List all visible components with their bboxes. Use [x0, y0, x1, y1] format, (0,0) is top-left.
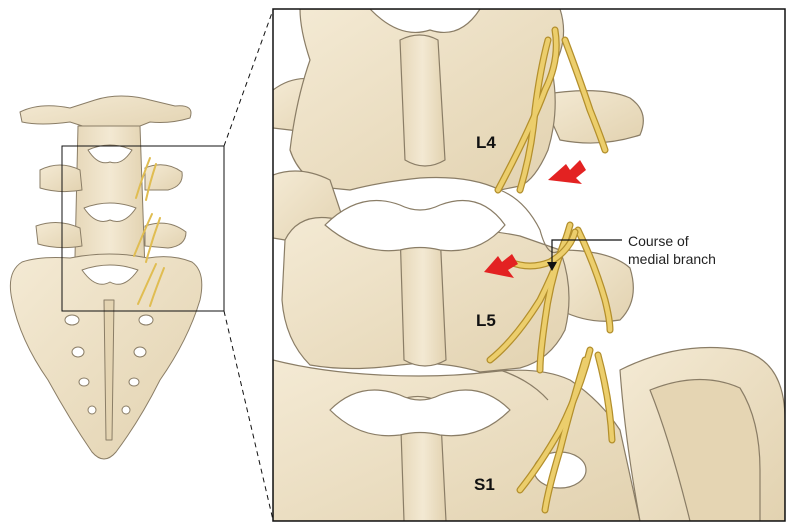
inset-box	[61, 145, 225, 312]
connector-line-bottom	[223, 310, 274, 521]
red-arrow-icon	[548, 160, 586, 184]
zoom-frame	[272, 8, 786, 522]
zoomed-spine	[273, 9, 785, 521]
red-arrow-icon	[484, 254, 518, 278]
vertebra-label-l5: L5	[476, 311, 496, 330]
overview-spine	[9, 95, 203, 460]
callout-line-2: medial branch	[628, 251, 716, 267]
callout-medial-branch: Course of medial branch	[628, 232, 716, 268]
vertebra-label-s1: S1	[474, 475, 495, 494]
connector-line-top	[223, 9, 274, 147]
callout-leader	[547, 239, 622, 271]
callout-line-1: Course of	[628, 233, 689, 249]
vertebra-label-l4: L4	[476, 133, 496, 152]
